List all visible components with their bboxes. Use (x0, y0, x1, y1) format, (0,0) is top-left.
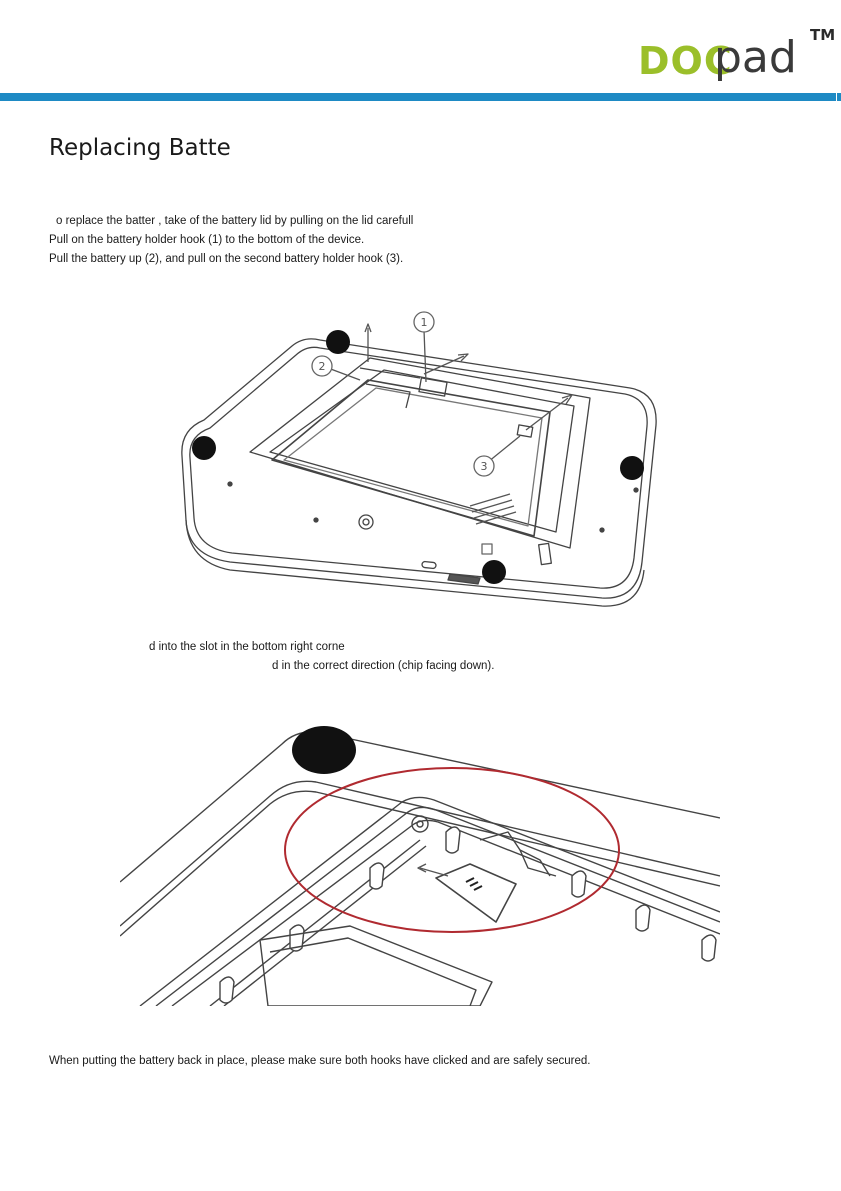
battery-reinsert-note: When putting the battery back in place, … (49, 1055, 591, 1067)
header-rule (0, 93, 836, 101)
page-title: Replacing Batte (49, 135, 231, 161)
sd-instruction-line-1: d into the slot in the bottom right corn… (149, 641, 345, 653)
callout-1: 1 (421, 316, 428, 329)
sd-instruction-line-2: d in the correct direction (chip facing … (272, 660, 495, 672)
header-rule-end (837, 93, 841, 101)
callout-2: 2 (319, 360, 326, 373)
sd-card-slot-diagram (120, 726, 720, 1006)
instruction-line-1: o replace the batter , take of the batte… (56, 215, 414, 227)
logo-doc-text: DOC (638, 39, 733, 83)
logo-trademark: TM (810, 26, 836, 44)
battery-removal-diagram: 1 2 3 (181, 311, 657, 607)
instruction-line-2: Pull on the battery holder hook (1) to t… (49, 234, 365, 246)
instruction-line-3: Pull the battery up (2), and pull on the… (49, 253, 404, 265)
callout-3: 3 (481, 460, 488, 473)
logo-pad-text: pad (714, 32, 797, 83)
